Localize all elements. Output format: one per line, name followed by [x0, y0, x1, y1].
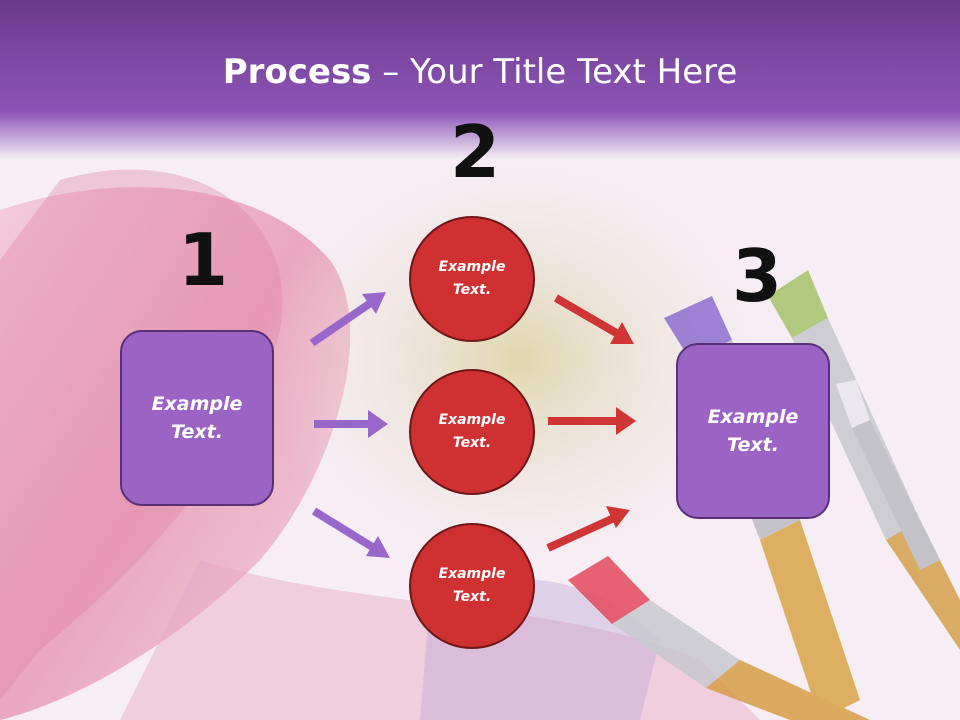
circle-middle-text: Example Text. [438, 411, 506, 451]
process-circle-top[interactable]: Example Text. [409, 216, 535, 342]
process-circle-middle[interactable]: Example Text. [409, 369, 535, 495]
title-bold: Process [222, 52, 372, 92]
process-circle-bottom[interactable]: Example Text. [409, 523, 535, 649]
arrow-bottom-to-right [546, 506, 630, 552]
step-number-2: 2 [450, 110, 501, 194]
arrow-middle-to-right [548, 407, 636, 435]
red-brush-icon [568, 556, 870, 720]
arrow-left-to-bottom [311, 507, 390, 558]
circle-top-text: Example Text. [438, 258, 506, 298]
step-number-3: 3 [732, 234, 783, 318]
circle-bottom-text: Example Text. [438, 565, 506, 605]
step-number-1: 1 [178, 218, 229, 302]
grey-brush-icon [836, 380, 940, 570]
title-bar [0, 0, 960, 160]
arrow-left-to-top [309, 292, 386, 347]
page-title: Process – Your Title Text Here [0, 52, 960, 92]
left-box-text: Example Text. [151, 392, 243, 444]
left-process-box[interactable]: Example Text. [120, 330, 274, 506]
right-process-box[interactable]: Example Text. [676, 343, 830, 519]
arrow-top-to-right [553, 294, 634, 344]
right-box-text: Example Text. [707, 405, 799, 457]
title-rest: – Your Title Text Here [371, 52, 738, 92]
arrow-left-to-middle [314, 410, 388, 438]
